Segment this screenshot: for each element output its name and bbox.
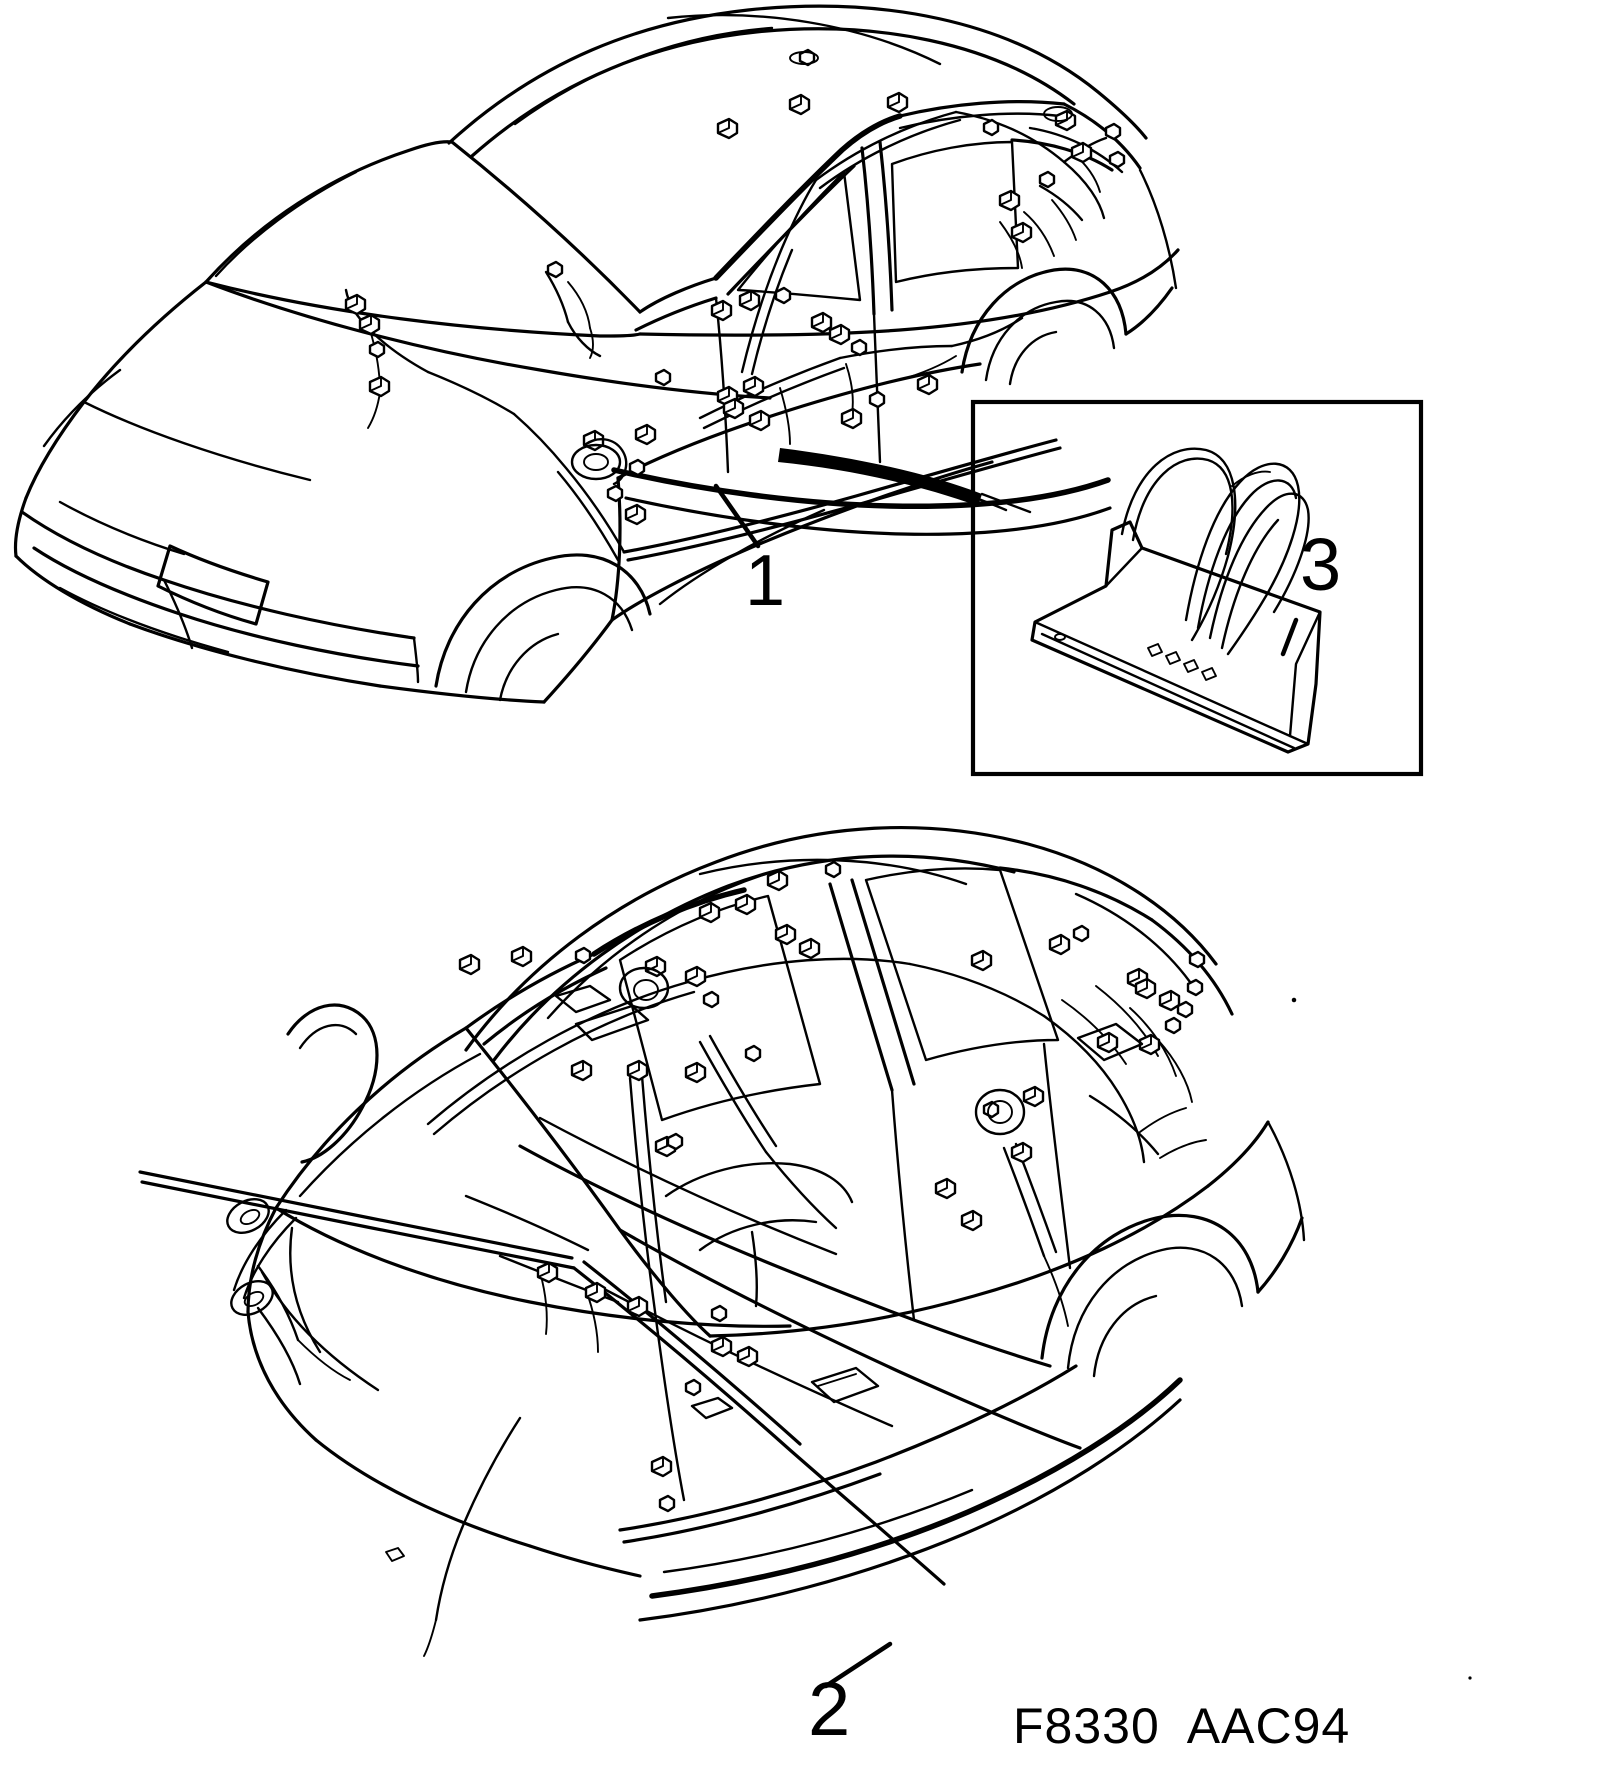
- upper-harness-clips: [344, 48, 1126, 526]
- detail-inset: [778, 399, 1424, 777]
- lower-wiring-harness: [138, 957, 1207, 1657]
- figure-caption: F8330 AAC94: [1013, 1698, 1351, 1754]
- lower-harness-clips: [226, 860, 1206, 1562]
- inset-pointer: [778, 448, 982, 506]
- callout-2-leader: [823, 1641, 893, 1689]
- callout-number-2: 2: [808, 1667, 851, 1752]
- lower-vehicle-view: [138, 826, 1306, 1689]
- callout-number-1: 1: [745, 541, 786, 621]
- callout-1-leader: [713, 483, 761, 549]
- callout-number-3: 3: [1300, 523, 1342, 606]
- upper-vehicle-view: [13, 4, 1180, 704]
- upper-wiring-harness: [344, 110, 1108, 562]
